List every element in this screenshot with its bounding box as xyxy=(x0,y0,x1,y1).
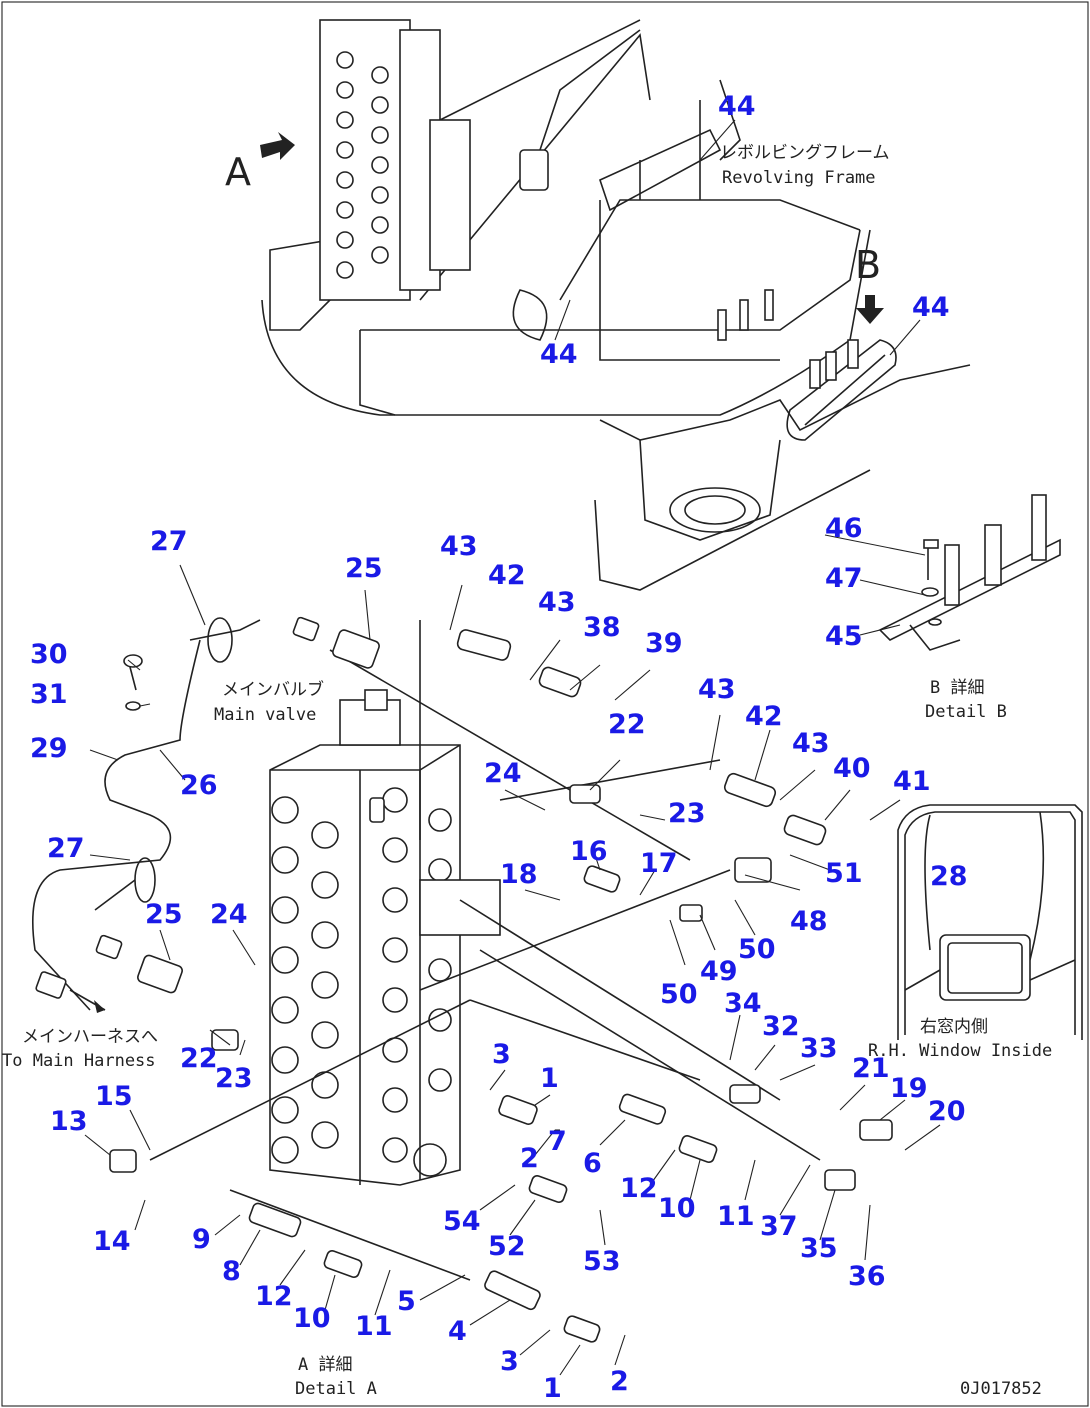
part-number: 52 xyxy=(488,1231,526,1262)
revolving-frame-drawing xyxy=(260,19,971,591)
part-number: 43 xyxy=(538,587,576,618)
main-valve-label-jp: メインバルブ xyxy=(222,679,324,700)
part-number: 22 xyxy=(180,1043,218,1074)
frame-label-en: Revolving Frame xyxy=(722,168,876,188)
part-number: 11 xyxy=(355,1311,393,1342)
part-number: 14 xyxy=(93,1226,131,1257)
part-number: 1 xyxy=(540,1063,559,1094)
part-number: 16 xyxy=(570,836,608,867)
part-number: 11 xyxy=(717,1201,755,1232)
part-number: 22 xyxy=(608,709,646,740)
main-valve-label-en: Main valve xyxy=(214,705,316,725)
view-b-label: B xyxy=(855,243,881,287)
fittings xyxy=(32,616,893,1343)
part-number: 23 xyxy=(215,1063,253,1094)
part-number: 31 xyxy=(30,679,68,710)
part-number: 27 xyxy=(150,526,188,557)
view-a-label: A xyxy=(225,150,251,194)
drawing-code: 0J017852 xyxy=(960,1379,1042,1399)
part-number: 50 xyxy=(660,979,698,1010)
part-number: 40 xyxy=(833,753,871,784)
harness-label-en: To Main Harness xyxy=(2,1051,156,1071)
part-number: 5 xyxy=(397,1286,416,1317)
labels: A B レボルビングフレーム Revolving Frame メインバルブ Ma… xyxy=(2,143,1052,1399)
part-number: 43 xyxy=(698,674,736,705)
part-number: 10 xyxy=(658,1193,696,1224)
part-number: 6 xyxy=(583,1148,602,1179)
part-number: 9 xyxy=(192,1224,211,1255)
harness-label-jp: メインハーネスへ xyxy=(22,1027,158,1047)
main-valve-drawing xyxy=(269,689,501,1186)
part-number-callouts: 44 44 44 46 47 45 27 25 43 42 43 38 39 3… xyxy=(30,91,968,1404)
window-drawing xyxy=(897,804,1083,1040)
window-label-jp: 右窓内側 xyxy=(920,1017,988,1037)
part-number: 19 xyxy=(890,1073,928,1104)
part-number: 29 xyxy=(30,733,68,764)
part-number: 12 xyxy=(620,1173,658,1204)
detail-b-label-jp: B 詳細 xyxy=(930,678,984,698)
part-number: 44 xyxy=(912,292,950,323)
part-number: 2 xyxy=(610,1366,629,1397)
detail-a-label-jp: A 詳細 xyxy=(298,1355,352,1375)
part-number: 21 xyxy=(852,1053,890,1084)
part-number: 44 xyxy=(540,339,578,370)
part-number: 32 xyxy=(762,1011,800,1042)
part-number: 33 xyxy=(800,1033,838,1064)
detail-b-drawing xyxy=(878,494,1061,651)
part-number: 38 xyxy=(583,612,621,643)
frame-label-jp: レボルビングフレーム xyxy=(720,143,890,163)
part-number: 20 xyxy=(928,1096,966,1127)
part-number: 3 xyxy=(500,1346,519,1377)
part-number: 24 xyxy=(210,899,248,930)
part-number: 43 xyxy=(440,531,478,562)
part-number: 49 xyxy=(700,956,738,987)
part-number: 23 xyxy=(668,798,706,829)
leader-lines xyxy=(84,119,941,1376)
part-number: 47 xyxy=(825,563,863,594)
part-number: 7 xyxy=(548,1126,567,1157)
view-a-arrow-icon xyxy=(260,132,295,160)
part-number: 24 xyxy=(484,758,522,789)
part-number: 45 xyxy=(825,621,863,652)
part-number: 48 xyxy=(790,906,828,937)
part-number: 42 xyxy=(488,560,526,591)
part-number: 41 xyxy=(893,766,931,797)
part-number: 3 xyxy=(492,1039,511,1070)
view-b-arrow-icon xyxy=(856,295,884,324)
part-number: 44 xyxy=(718,91,756,122)
part-number: 10 xyxy=(293,1303,331,1334)
detail-b-label-en: Detail B xyxy=(925,702,1007,722)
part-number: 17 xyxy=(640,848,678,879)
part-number: 18 xyxy=(500,859,538,890)
part-number: 26 xyxy=(180,770,218,801)
part-number: 51 xyxy=(825,858,863,889)
part-number: 30 xyxy=(30,639,68,670)
part-number: 50 xyxy=(738,934,776,965)
part-number: 12 xyxy=(255,1281,293,1312)
window-label-en: R.H. Window Inside xyxy=(868,1041,1052,1061)
part-number: 2 xyxy=(520,1143,539,1174)
part-number: 25 xyxy=(145,899,183,930)
part-number: 54 xyxy=(443,1206,481,1237)
part-number: 27 xyxy=(47,833,85,864)
part-number: 35 xyxy=(800,1233,838,1264)
part-number: 34 xyxy=(724,988,762,1019)
part-number: 46 xyxy=(825,513,863,544)
part-number: 25 xyxy=(345,553,383,584)
part-number: 28 xyxy=(930,861,968,892)
detail-a-label-en: Detail A xyxy=(295,1379,377,1399)
part-number: 37 xyxy=(760,1211,798,1242)
part-number: 39 xyxy=(645,628,683,659)
part-number: 8 xyxy=(222,1256,241,1287)
part-number: 53 xyxy=(583,1246,621,1277)
part-number: 36 xyxy=(848,1261,886,1292)
part-number: 42 xyxy=(745,701,783,732)
part-number: 4 xyxy=(448,1316,467,1347)
part-number: 13 xyxy=(50,1106,88,1137)
part-number: 43 xyxy=(792,728,830,759)
part-number: 15 xyxy=(95,1081,133,1112)
part-number: 1 xyxy=(543,1373,562,1404)
